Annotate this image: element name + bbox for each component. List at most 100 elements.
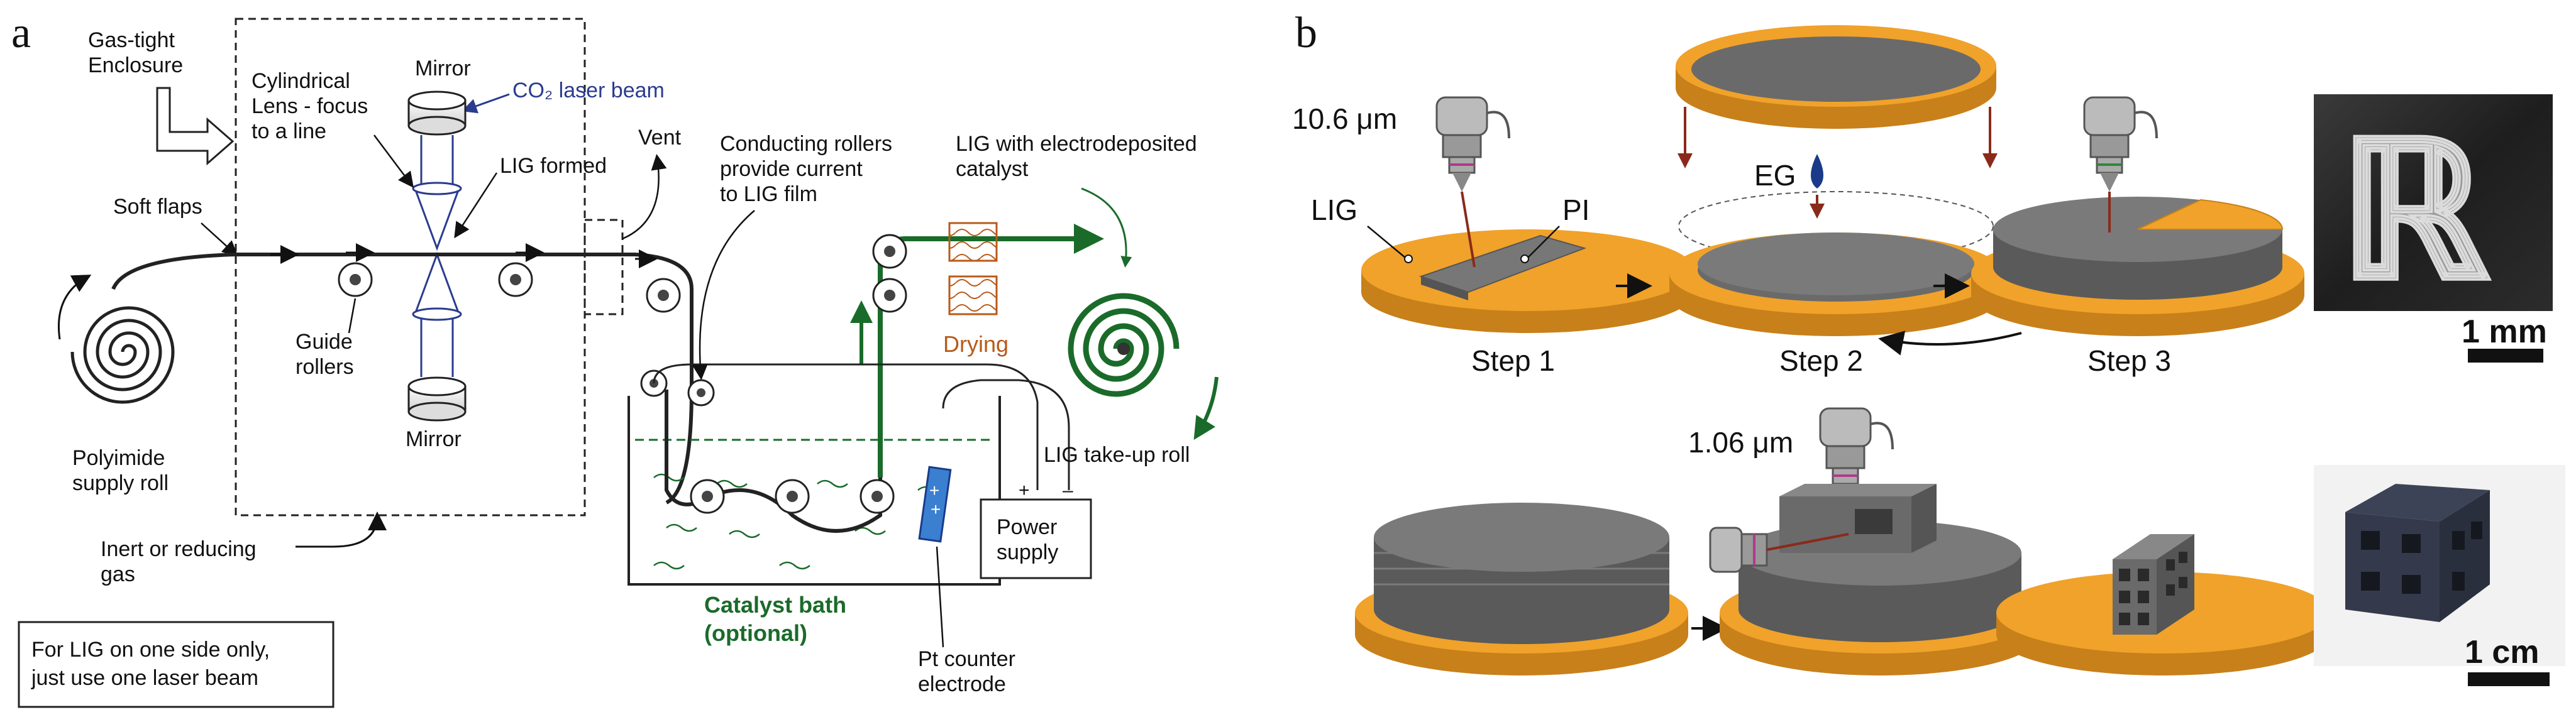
film-direction-arrows (270, 243, 658, 268)
cyl-lens-top (412, 182, 462, 195)
step2-dashed-outline (1678, 191, 1994, 261)
power-minus: – (1063, 480, 1073, 501)
inert-gas-label-2: gas (101, 562, 135, 586)
one-side-note-1: For LIG on one side only, (31, 638, 270, 662)
gas-tight-label-1: Gas-tight (88, 28, 175, 52)
wavelength-bottom: 1.06 μm (1688, 426, 1793, 459)
green-lig-film (878, 236, 1069, 478)
vent-arrow (622, 154, 667, 240)
pt-electrode-label-1: Pt counter (918, 647, 1015, 671)
guide-rollers-label-2: rollers (296, 355, 354, 379)
power-plus: + (1019, 480, 1030, 501)
scale-bar-top (2468, 349, 2543, 363)
takeup-rotation-arrow (1193, 376, 1219, 440)
film-in-bath (665, 390, 882, 533)
gas-tight-label-2: Enclosure (88, 53, 183, 77)
lig-label: LIG (1311, 194, 1357, 226)
cyl-lens-label-3: to a line (252, 119, 326, 143)
mirror-top-label: Mirror (415, 57, 471, 80)
co2-laser-label: CO₂ laser beam (512, 79, 665, 102)
conducting-rollers-label-2: provide current (720, 157, 863, 181)
step3-laser-head (2083, 96, 2158, 192)
step2-top-disk (1676, 25, 1996, 129)
scale-label-bottom: 1 cm (2465, 634, 2540, 670)
catalyst-bath-label-1: Catalyst bath (704, 592, 846, 618)
drying-heater-top (948, 222, 998, 262)
cyl-lens-bottom (412, 307, 462, 321)
lig-catalyst-label-1: LIG with electrodeposited (956, 132, 1197, 156)
step1-laser-head (1435, 96, 1510, 192)
side-laser-head (1709, 527, 1849, 573)
guide-rollers-label-1: Guide (296, 330, 353, 354)
polyimide-film (111, 253, 694, 505)
one-side-note-2: just use one laser beam (31, 666, 258, 690)
catalyst-bath-tank (627, 396, 1001, 586)
conducting-wire (653, 363, 1039, 490)
cyl-lens-label-2: Lens - focus (252, 94, 368, 118)
takeup-core (1117, 342, 1130, 355)
step1-label: Step 1 (1471, 344, 1555, 377)
sem-letter-mark: ℝ (2339, 106, 2492, 317)
step3-disk (1971, 197, 2304, 336)
bath-rollers (640, 234, 907, 514)
lig-formed-pointer (454, 172, 498, 239)
pt-electrode-pointer (936, 546, 944, 648)
panel-a-letter: a (11, 9, 31, 57)
lig-catalyst-label-2: catalyst (956, 157, 1029, 181)
lig-catalyst-pointer (1081, 187, 1132, 268)
supply-roll-label-1: Polyimide (72, 446, 165, 470)
mirror-bottom-label: Mirror (406, 427, 462, 451)
eg-droplet (1811, 154, 1823, 189)
eg-label: EG (1754, 159, 1796, 192)
mirror-top (407, 90, 467, 136)
carved-disk (1720, 484, 2040, 675)
pi-pointer (1527, 226, 1560, 258)
vent-box (583, 219, 624, 315)
scale-label-top: 1 mm (2462, 314, 2547, 350)
conducting-rollers-label-1: Conducting rollers (720, 132, 892, 156)
guide-rollers (338, 262, 681, 313)
power-supply-label-1: Power (997, 515, 1057, 539)
lig-formed-label: LIG formed (500, 154, 607, 178)
pt-plus-2: + (931, 500, 941, 519)
step3-label: Step 3 (2087, 344, 2171, 377)
takeup-roll-label: LIG take-up roll (1044, 443, 1190, 467)
guide-rollers-pointer (348, 298, 357, 334)
catalyst-bath-label-2: (optional) (704, 620, 807, 646)
pi-label: PI (1562, 194, 1589, 226)
step2-bottom-disk (1669, 232, 2003, 336)
step2-label: Step 2 (1779, 344, 1863, 377)
counter-wire (942, 379, 1070, 490)
power-supply-label-2: supply (997, 540, 1058, 564)
supply-roll-label-2: supply roll (72, 471, 169, 495)
mirror-bottom (407, 376, 467, 422)
cyl-lens-pointer (373, 134, 414, 188)
inert-gas-arrow (296, 511, 387, 548)
pt-plus-1: + (929, 481, 939, 500)
step1-beam (1461, 191, 1476, 268)
wavelength-top: 10.6 μm (1292, 102, 1397, 135)
porous-cube (2113, 534, 2194, 635)
polyimide-supply-roll (70, 306, 175, 404)
supply-rotation-arrow (57, 275, 92, 340)
scale-bar-bottom (2468, 672, 2550, 686)
panel-b-letter: b (1295, 9, 1317, 57)
drying-label: Drying (943, 331, 1009, 357)
pt-counter-electrode (918, 466, 952, 543)
conducting-rollers-label-3: to LIG film (720, 182, 817, 206)
drying-heater-bottom (948, 275, 998, 315)
soft-flaps-pointer (201, 222, 238, 257)
panel-a: a Gas-tight Enclosure Cylindrical Lens -… (11, 9, 1219, 708)
step1-disk (1361, 229, 1694, 333)
co2-arrow (462, 93, 510, 114)
sem-image-top: ℝ (2314, 94, 2553, 318)
stacked-disk (1355, 503, 1688, 675)
one-side-note-box (18, 621, 334, 708)
cyl-lens-label-1: Cylindrical (252, 69, 350, 93)
lig-takeup-roll (1068, 293, 1180, 397)
power-supply-box (980, 498, 1092, 579)
soft-flaps-label: Soft flaps (113, 195, 202, 219)
vent-label: Vent (638, 126, 682, 150)
arrow-step3-step2 (1878, 331, 2022, 356)
